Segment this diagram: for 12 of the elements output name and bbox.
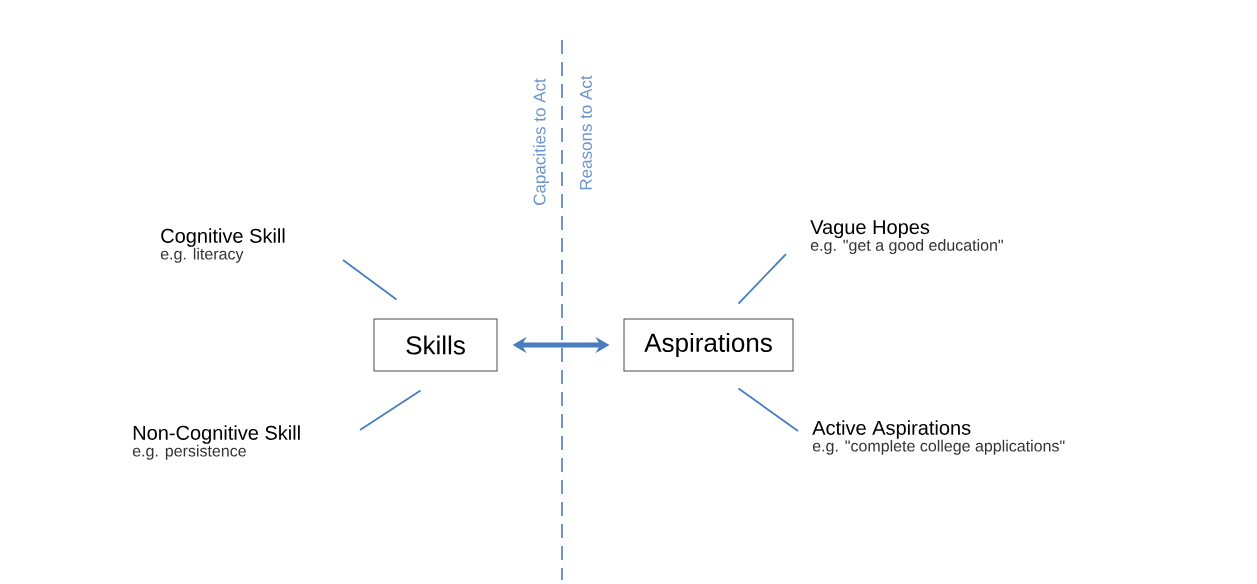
- concept-box: Aspirations: [623, 318, 794, 372]
- concept-box: Skills: [373, 318, 498, 372]
- connector-line: [737, 387, 799, 432]
- connector-line: [737, 253, 787, 305]
- text-note: Non-Cognitive Skill e.g. persistence: [132, 425, 300, 460]
- divider-label: Capacities to Act: [533, 78, 549, 205]
- connector-line: [342, 259, 398, 301]
- text-note: Cognitive Skill e.g. literacy: [160, 228, 285, 263]
- divider-label: Reasons to Act: [580, 75, 592, 190]
- connector-line: [359, 389, 422, 431]
- text-note: Active Aspirations e.g. "complete college applications": [812, 420, 1065, 455]
- text-note: Vague Hopes e.g. "get a good education": [810, 220, 1003, 255]
